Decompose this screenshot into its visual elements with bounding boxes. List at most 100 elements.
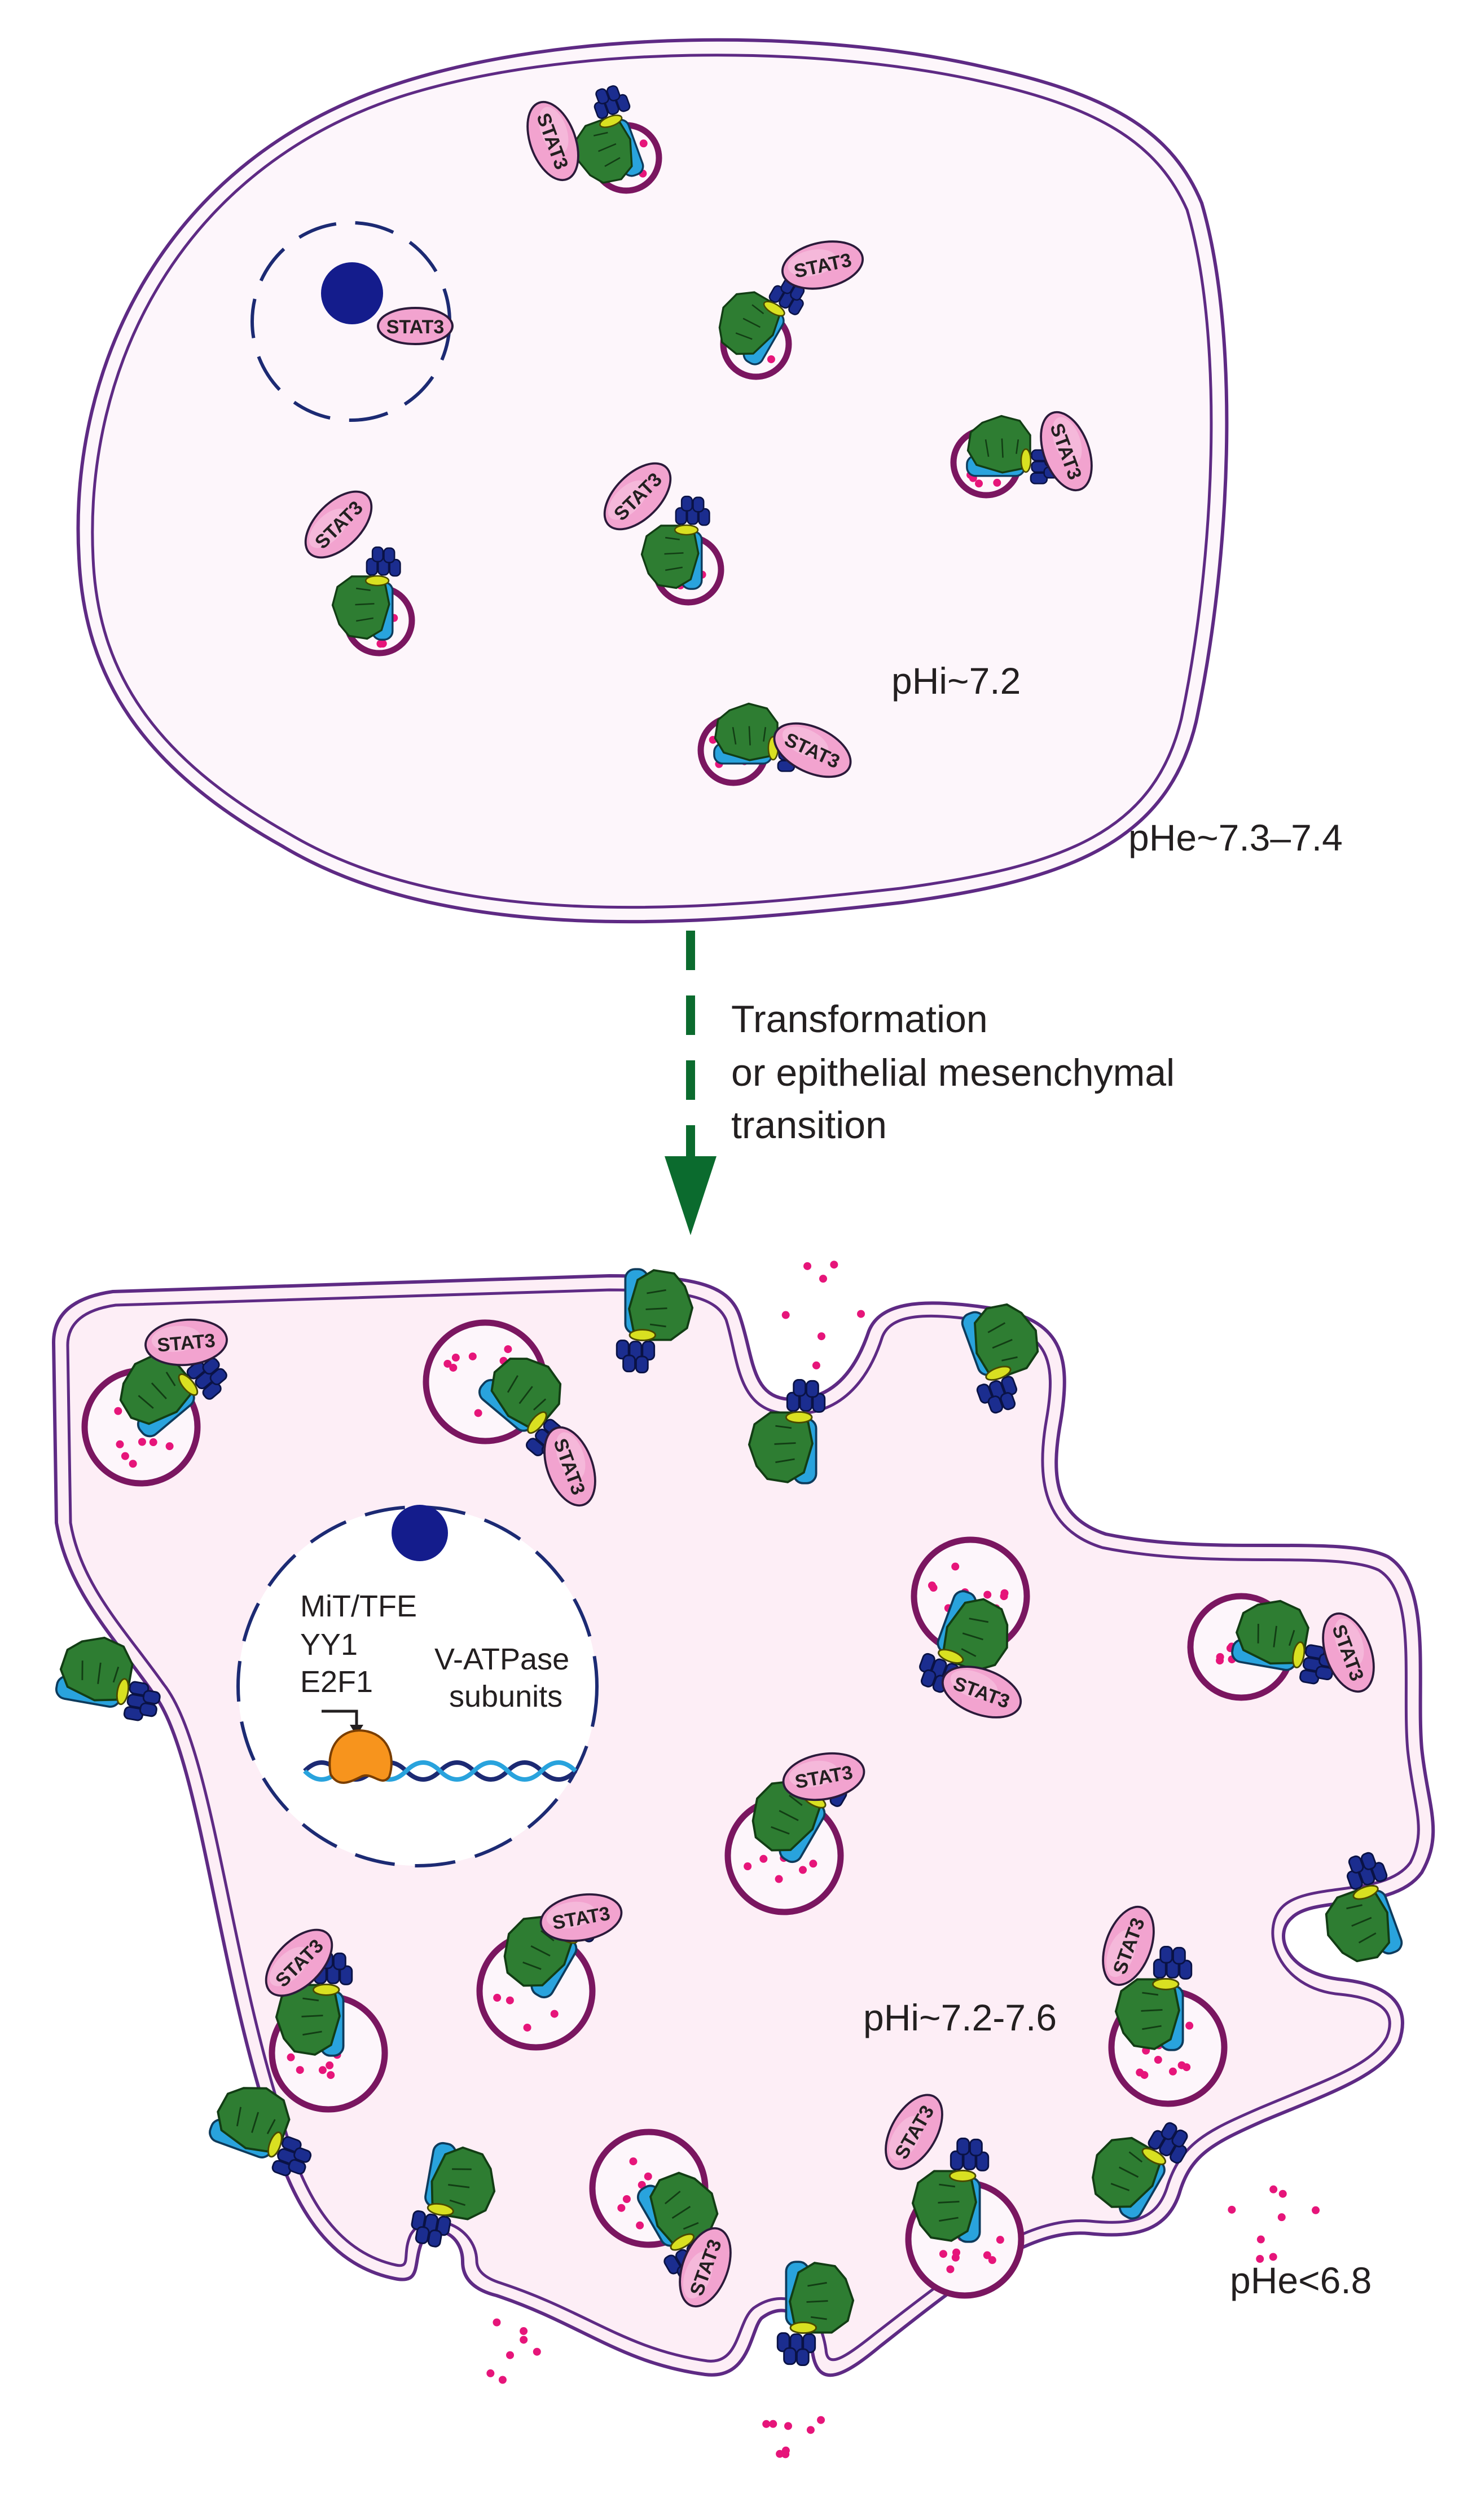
transition-label-line3: transition	[731, 1104, 887, 1147]
stat3-icon: STAT3	[1312, 1605, 1385, 1700]
proton-dot	[287, 2053, 295, 2061]
transition-label-line1: Transformation	[731, 998, 988, 1041]
proton-dot	[520, 2336, 528, 2344]
proton-dot	[819, 1275, 828, 1283]
lysosome-icon: STAT3	[516, 81, 662, 194]
proton-dot	[1183, 2063, 1191, 2072]
lysosome-icon: STAT3	[873, 2084, 1025, 2299]
target-gene-label-1: V-ATPase	[434, 1642, 569, 1676]
proton-dot	[493, 2318, 501, 2327]
tumor-nucleolus	[392, 1505, 448, 1561]
proton-dot	[996, 2236, 1004, 2244]
lysosome-icon: STAT3	[911, 1536, 1030, 1729]
stat3-icon: STAT3	[1030, 404, 1103, 499]
proton-dot	[817, 2416, 825, 2424]
lysosome-icon: STAT3	[81, 1315, 235, 1487]
proton-dot	[983, 1591, 992, 1599]
proton-dot	[809, 1860, 817, 1868]
ph-extracellular-tumor: pHe<6.8	[1230, 2259, 1372, 2301]
proton-dot	[781, 1311, 790, 1319]
proton-dot	[443, 1359, 452, 1368]
proton-dot	[638, 2180, 646, 2189]
plasma-membrane-inner	[91, 54, 1213, 909]
proton-dot	[617, 2204, 626, 2212]
proton-dot	[781, 2446, 790, 2455]
tumor-nucleus-icon: MiT/TFE YY1 E2F1 V-ATPase subunits	[236, 1505, 599, 1867]
stat3-icon: STAT3	[777, 234, 868, 297]
lysosome-icon: STAT3	[589, 2129, 746, 2315]
proton-dot	[520, 2327, 528, 2336]
proton-dot	[806, 2426, 815, 2434]
proton-dot	[121, 1452, 129, 1460]
lysosome-icon: STAT3	[705, 234, 868, 380]
stat3-icon: STAT3	[377, 307, 454, 345]
proton-dot	[767, 355, 775, 363]
proton-dot	[379, 640, 387, 648]
proton-dot	[498, 2376, 507, 2384]
proton-dot	[817, 1332, 825, 1341]
stat3-icon: STAT3	[516, 94, 590, 188]
tf-label-1: MiT/TFE	[300, 1589, 417, 1623]
nucleus-icon: STAT3	[250, 221, 454, 422]
proton-dot	[939, 2250, 947, 2258]
proton-dot	[988, 2256, 996, 2265]
proton-dot	[1277, 2213, 1286, 2222]
lysosome-icon: STAT3	[1187, 1593, 1385, 1701]
proton-dot	[952, 2248, 961, 2257]
stat3-icon: STAT3	[536, 1887, 626, 1948]
proton-dot	[165, 1442, 174, 1451]
proton-dot	[946, 2265, 955, 2274]
proton-dot	[636, 2221, 644, 2230]
proton-dot	[775, 1875, 783, 1883]
proton-dot	[506, 2351, 515, 2359]
proton-dot	[318, 2066, 327, 2074]
proton-dot	[830, 1261, 838, 1269]
proton-dot	[762, 2420, 771, 2428]
lysosome-icon: STAT3	[253, 1917, 388, 2113]
proton-dot	[486, 2369, 495, 2377]
stat3-icon: STAT3	[779, 1746, 869, 1807]
proton-dot	[1216, 1653, 1224, 1661]
proton-dot	[975, 479, 983, 488]
proton-dot	[114, 1407, 122, 1415]
proton-dot	[1256, 2235, 1265, 2244]
proton-dot	[550, 2010, 559, 2018]
proton-dot	[1269, 2253, 1277, 2261]
ph-intracellular-tumor: pHi~7.2-7.6	[863, 1997, 1057, 2038]
proton-dot	[451, 1354, 460, 1362]
proton-dot	[116, 1440, 124, 1448]
lysosome-icon: STAT3	[1092, 1898, 1228, 2107]
proton-dot	[744, 1862, 752, 1870]
proton-dot	[803, 1262, 812, 1270]
target-gene-label-2: subunits	[449, 1680, 562, 1713]
proton-dot	[523, 2023, 531, 2032]
stat3-label: STAT3	[386, 316, 445, 338]
transition-label-line2: or epithelial mesenchymal	[731, 1051, 1175, 1094]
lysosome-icon: STAT3	[950, 404, 1103, 499]
proton-dot	[644, 2172, 652, 2180]
proton-dot	[1228, 2205, 1236, 2214]
proton-dot	[1185, 2021, 1194, 2030]
lysosome-icon: STAT3	[423, 1319, 606, 1514]
lysosome-icon: STAT3	[591, 450, 724, 606]
proton-dot	[929, 1584, 938, 1592]
proton-dot	[1256, 2255, 1264, 2263]
lysosome-icon: STAT3	[476, 1876, 626, 2051]
proton-dot	[296, 2066, 304, 2074]
proton-dot	[138, 1438, 146, 1446]
proton-dot	[798, 1866, 807, 1874]
proton-dot	[951, 1562, 960, 1571]
proton-dot	[327, 2071, 335, 2080]
proton-dot	[769, 2420, 777, 2428]
proton-dot	[449, 1363, 458, 1372]
proton-dot	[149, 1438, 157, 1447]
proton-dot	[1168, 2067, 1177, 2076]
proton-dot	[504, 1345, 512, 1354]
stat3-icon: STAT3	[1092, 1898, 1165, 1993]
proton-dot	[993, 478, 1001, 487]
tf-label-3: E2F1	[300, 1665, 373, 1699]
stat3-icon: STAT3	[669, 2220, 742, 2315]
arrow-down-icon	[665, 931, 717, 1235]
